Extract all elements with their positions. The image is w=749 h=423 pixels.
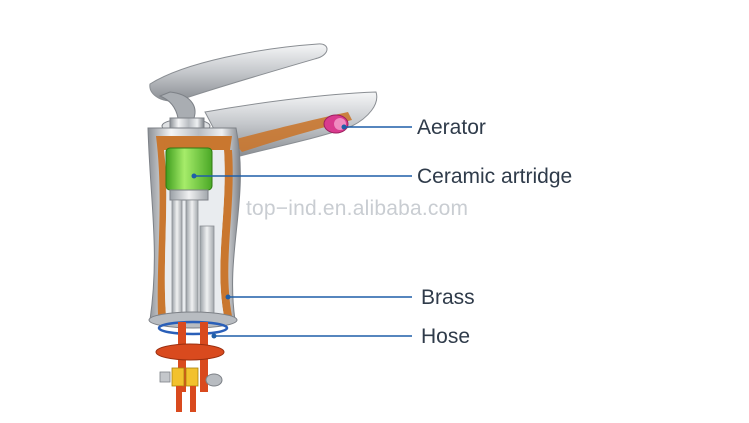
leader-dots (191, 124, 347, 339)
watermark-text: top−ind.en.alibaba.com (246, 197, 469, 220)
spout (204, 91, 378, 157)
leader-lines (194, 126, 412, 337)
ceramic-cartridge-part (165, 147, 213, 201)
label-ceramic-cartridge: Ceramic artridge (417, 165, 573, 188)
base-and-hoses (148, 311, 238, 412)
label-hose: Hose (421, 325, 471, 348)
label-brass: Brass (421, 286, 475, 309)
label-aerator: Aerator (417, 116, 486, 139)
aerator-part (323, 114, 349, 134)
